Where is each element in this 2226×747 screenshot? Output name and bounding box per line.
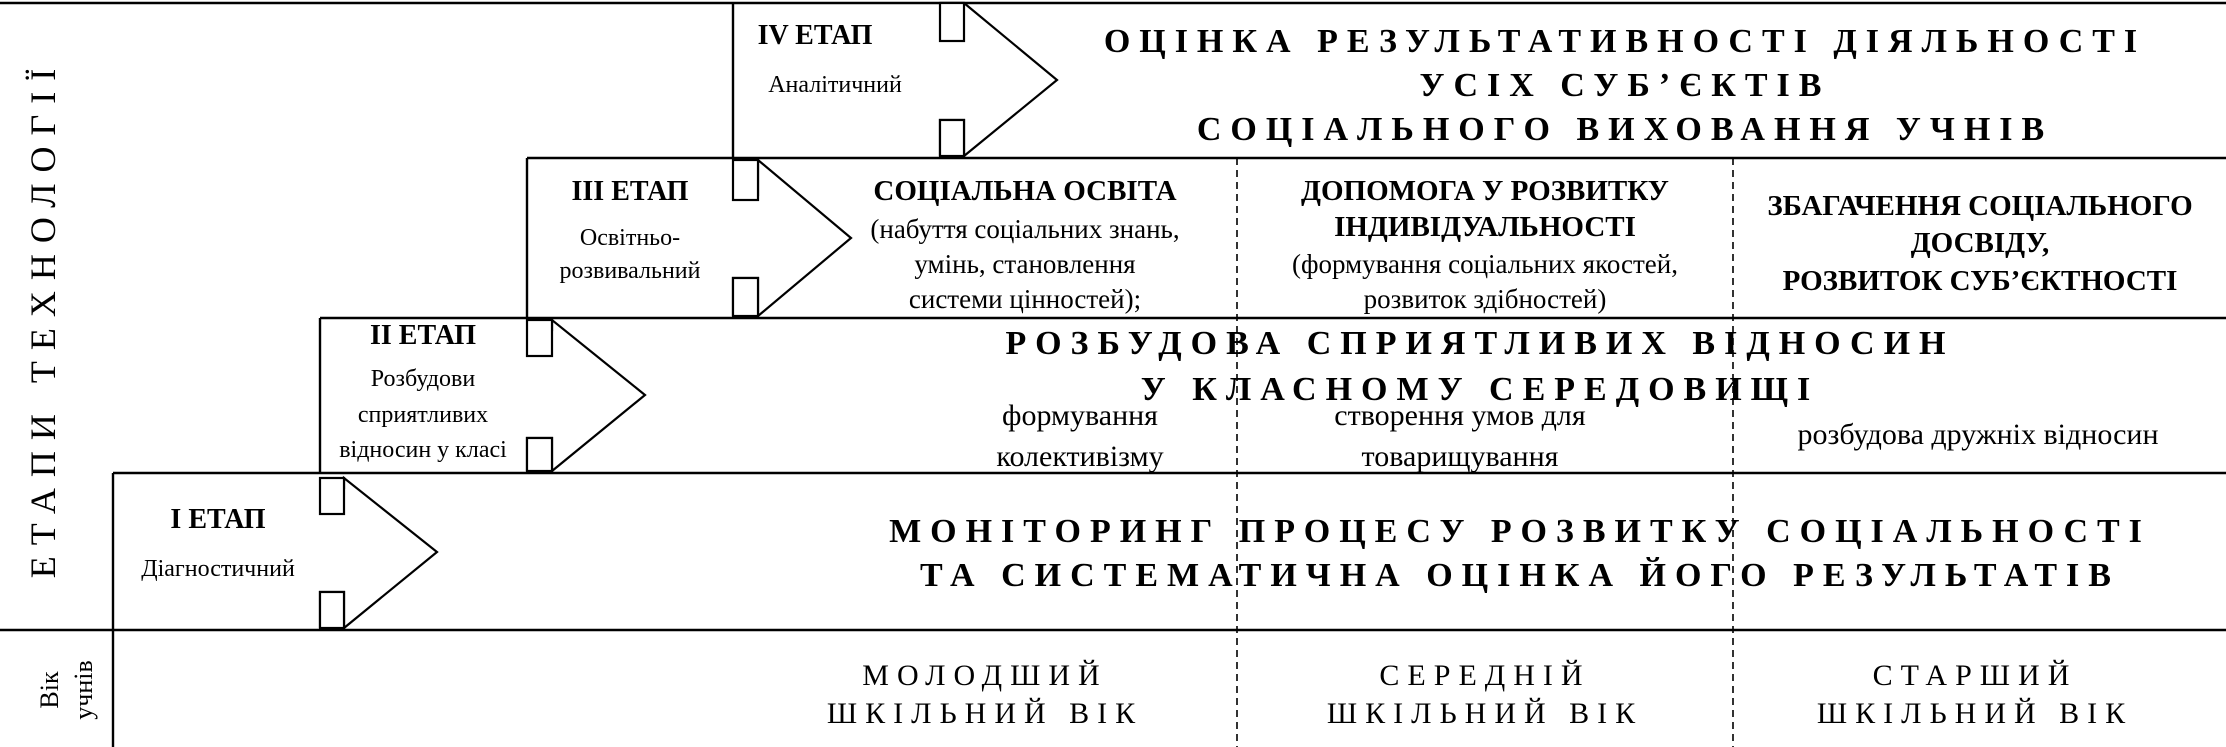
row-1-line-2: ТА СИСТЕМАТИЧНА ОЦІНКА ЙОГО РЕЗУЛЬТАТІВ (920, 557, 2120, 594)
age-label-line2: учнів (69, 660, 98, 720)
row-2-col-3-line-1: розбудова дружніх відносин (1797, 418, 2158, 451)
row-3-col-1-line-3: умінь, становлення (914, 249, 1135, 279)
stage-2-subtitle-1: Розбудови (371, 366, 476, 392)
row-1-monitoring: МОНІТОРИНГ ПРОЦЕСУ РОЗВИТКУ СОЦІАЛЬНОСТІ… (889, 513, 2151, 594)
row-3-col-3-line-1: ЗБАГАЧЕННЯ СОЦІАЛЬНОГО (1767, 190, 2192, 222)
row-2-col-1-line-1: формування (1002, 399, 1158, 432)
row-3-col-2-line-3: (формування соціальних якостей, (1292, 249, 1678, 279)
row-2-heading-1: РОЗБУДОВА СПРИЯТЛИВИХ ВІДНОСИН (1006, 325, 1955, 362)
row-3-col-1-line-2: (набуття соціальних знань, (870, 214, 1179, 244)
row-4-line-1: ОЦІНКА РЕЗУЛЬТАТИВНОСТІ ДІЯЛЬНОСТІ (1104, 23, 2146, 60)
stage-3-title: ІІІ ЕТАП (572, 176, 689, 207)
stage-2-subtitle-2: сприятливих (358, 402, 488, 428)
row-2-heading-2: У КЛАСНОМУ СЕРЕДОВИЩІ (1141, 371, 1820, 408)
row-4-line-3: СОЦІАЛЬНОГО ВИХОВАННЯ УЧНІВ (1197, 111, 2053, 148)
row-3-col-1-heading: СОЦІАЛЬНА ОСВІТА (873, 175, 1176, 207)
age-middle-line-2: ШКІЛЬНИЙ ВІК (1327, 697, 1643, 730)
stage-1-subtitle: Діагностичний (141, 556, 295, 582)
stage-4-subtitle: Аналітичний (768, 72, 902, 98)
stage-3-subtitle-1: Освітньо- (580, 225, 680, 251)
stage-2-title: ІІ ЕТАП (370, 320, 476, 351)
stage-4-title: ІV ЕТАП (758, 20, 873, 51)
stage-2-subtitle-3: відносин у класі (339, 437, 507, 463)
stage-1-title: І ЕТАП (170, 504, 265, 535)
row-3-col-2-heading-2: ІНДИВІДУАЛЬНОСТІ (1334, 211, 1636, 243)
row-2-relations: РОЗБУДОВА СПРИЯТЛИВИХ ВІДНОСИН У КЛАСНОМ… (996, 325, 2158, 473)
row-3-col-2: ДОПОМОГА У РОЗВИТКУ ІНДИВІДУАЛЬНОСТІ (фо… (1292, 175, 1678, 314)
row-4-evaluation: ОЦІНКА РЕЗУЛЬТАТИВНОСТІ ДІЯЛЬНОСТІ УСІХ … (1104, 23, 2146, 148)
age-senior: СТАРШИЙ ШКІЛЬНИЙ ВІК (1817, 659, 2133, 730)
row-3-col-3-line-2: ДОСВІДУ, (1911, 227, 2050, 259)
age-middle: СЕРЕДНІЙ ШКІЛЬНИЙ ВІК (1327, 659, 1643, 730)
side-label-stages: ЕТАПИ ТЕХНОЛОГІЇ (23, 58, 63, 579)
row-3-col-2-heading-1: ДОПОМОГА У РОЗВИТКУ (1301, 175, 1669, 207)
age-junior: МОЛОДШИЙ ШКІЛЬНИЙ ВІК (827, 659, 1143, 730)
arrow-notches (318, 1, 966, 630)
row-3-col-1-line-4: системи цінностей); (909, 284, 1141, 314)
stage-2-label: ІІ ЕТАП Розбудови сприятливих відносин у… (339, 320, 507, 463)
age-label-line1: Вік (35, 671, 64, 709)
stage-4-label: ІV ЕТАП Аналітичний (758, 20, 902, 98)
row-1-line-1: МОНІТОРИНГ ПРОЦЕСУ РОЗВИТКУ СОЦІАЛЬНОСТІ (889, 513, 2151, 550)
row-3-col-3-line-3: РОЗВИТОК СУБ’ЄКТНОСТІ (1783, 265, 2178, 297)
row-3-col-1: СОЦІАЛЬНА ОСВІТА (набуття соціальних зна… (870, 175, 1179, 314)
stage-1-label: І ЕТАП Діагностичний (141, 504, 295, 582)
row-2-col-2-line-1: створення умов для (1334, 399, 1586, 432)
age-middle-line-1: СЕРЕДНІЙ (1379, 659, 1590, 692)
row-2-col-1-line-2: колективізму (996, 440, 1163, 473)
stage-3-subtitle-2: розвивальний (560, 258, 701, 284)
age-junior-line-1: МОЛОДШИЙ (862, 659, 1107, 692)
age-senior-line-2: ШКІЛЬНИЙ ВІК (1817, 697, 2133, 730)
row-3-col-2-line-4: розвиток здібностей) (1364, 284, 1607, 314)
stage-3-label: ІІІ ЕТАП Освітньо- розвивальний (560, 176, 701, 284)
row-4-line-2: УСІХ СУБ’ЄКТІВ (1420, 67, 1831, 104)
age-junior-line-2: ШКІЛЬНИЙ ВІК (827, 697, 1143, 730)
row-2-col-2-line-2: товарищування (1362, 440, 1559, 473)
age-senior-line-1: СТАРШИЙ (1873, 659, 2078, 692)
row-3-col-3: ЗБАГАЧЕННЯ СОЦІАЛЬНОГО ДОСВІДУ, РОЗВИТОК… (1767, 190, 2192, 297)
